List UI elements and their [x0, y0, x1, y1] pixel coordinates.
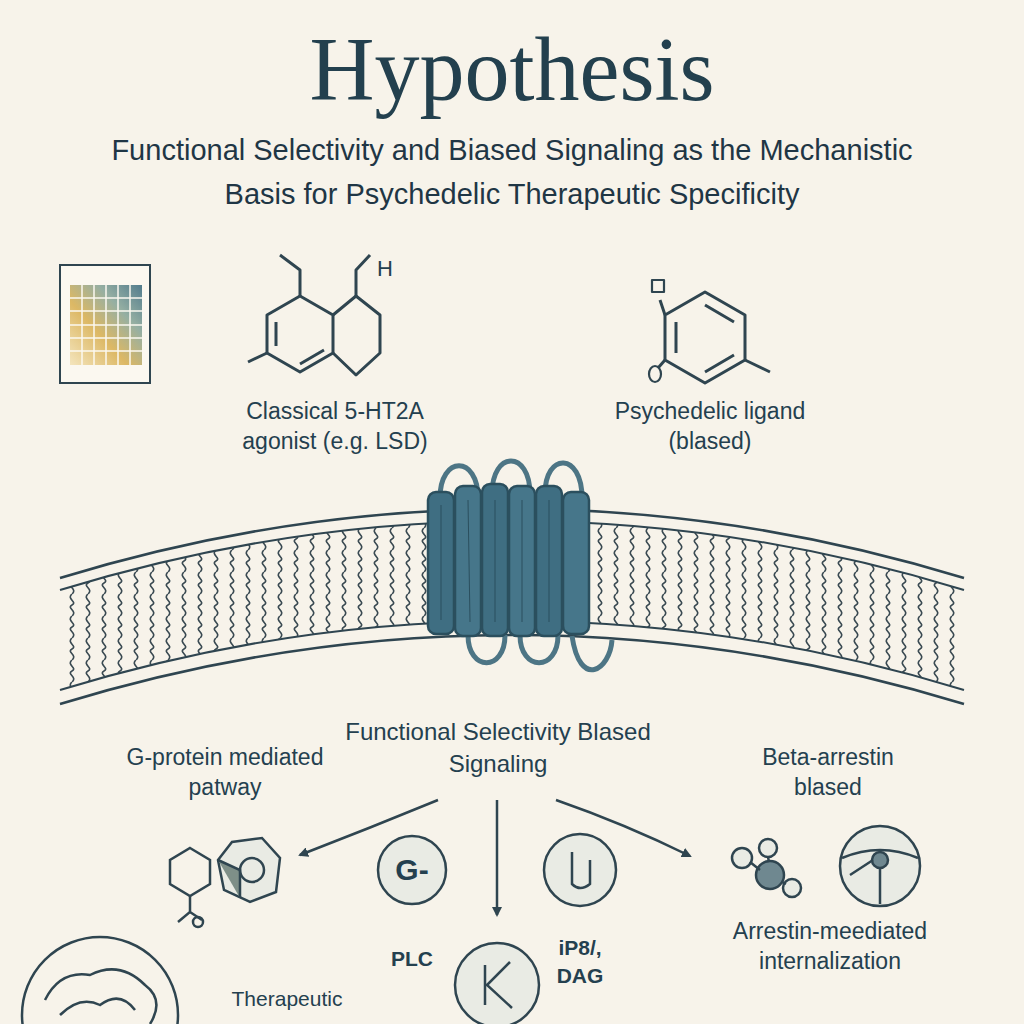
ligand-label: Psychedelic ligand (blased) — [598, 396, 822, 456]
node-text: G- — [395, 853, 428, 887]
color-swatch — [60, 265, 150, 383]
ligand-label: Classical 5-HT2A agonist (e.g. LSD) — [210, 396, 460, 456]
arrestin-icons — [732, 826, 920, 906]
lsd-molecule — [248, 255, 380, 375]
process-label: Arrestin-meediated internalization — [690, 916, 970, 976]
diagram-title: Hypothesis — [112, 20, 912, 120]
g-protein-icons — [170, 838, 280, 927]
pathway-label: G-protein mediated patway — [125, 742, 325, 802]
pathway-end-icon — [455, 943, 539, 1024]
outcome-label: Therapeutic — [212, 986, 362, 1012]
psychedelic-molecule — [649, 280, 770, 383]
messenger-label: iP8/, DAG — [540, 934, 620, 990]
node-content: G- — [376, 834, 448, 906]
pathway-label: Beta-arrestin blased — [728, 742, 928, 802]
gpcr-receptor — [428, 461, 612, 670]
ip3-icon — [544, 834, 616, 906]
atom-label: H — [368, 256, 402, 282]
mechanism-label: Functional Selectivity Blased Signaling — [338, 716, 658, 780]
brain-icon — [22, 937, 178, 1024]
g-protein-circle: G- — [376, 834, 448, 906]
enzyme-label: PLC — [368, 946, 456, 972]
subtitle: Functional Selectivity and Biased Signal… — [82, 128, 942, 216]
pathway-arrows — [300, 800, 690, 915]
